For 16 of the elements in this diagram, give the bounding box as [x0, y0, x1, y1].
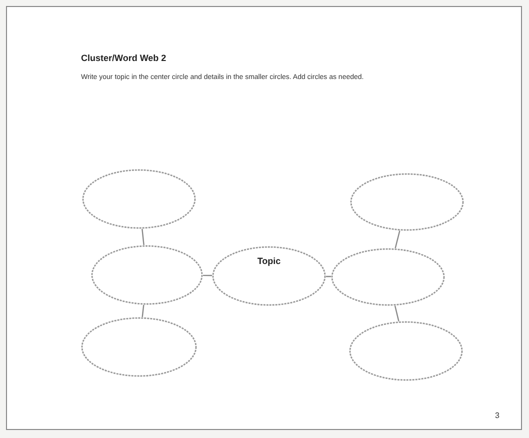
detail-ellipse — [82, 169, 196, 229]
detail-ellipse — [331, 248, 445, 306]
topic-label: Topic — [256, 256, 282, 266]
detail-ellipse — [350, 173, 464, 231]
connector-line — [142, 228, 144, 246]
connector-line — [326, 276, 332, 278]
connector-line — [394, 230, 400, 248]
title: Cluster/Word Web 2 — [81, 53, 166, 63]
detail-ellipse — [91, 245, 203, 305]
connector-line — [394, 306, 400, 322]
detail-ellipse — [81, 317, 197, 377]
detail-ellipse — [349, 321, 463, 381]
connector-line — [203, 274, 212, 276]
connector-line — [142, 304, 144, 318]
page-number: 3 — [495, 411, 500, 420]
topic-ellipse — [212, 246, 326, 306]
